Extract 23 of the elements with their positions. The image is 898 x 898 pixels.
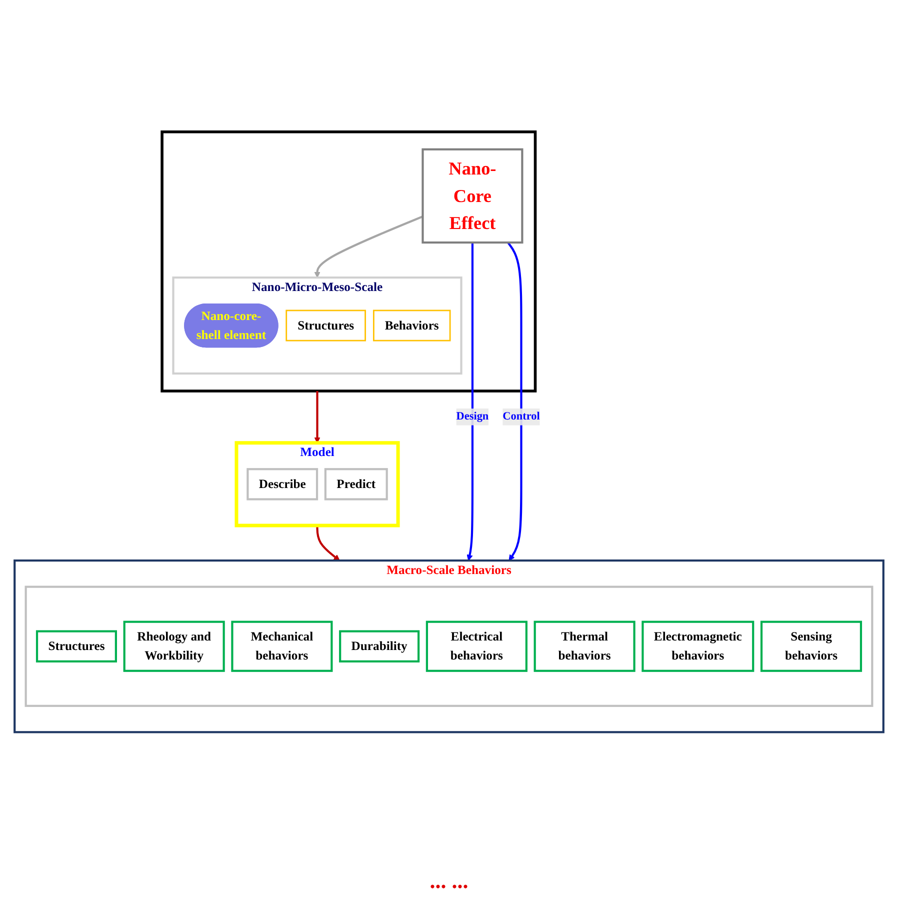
node-box: Electromagnetic behaviors <box>642 620 754 672</box>
node-box: Rheology and Workbility <box>123 620 225 672</box>
node-box: Behaviors <box>373 310 451 342</box>
cluster <box>24 586 874 707</box>
arrow <box>316 526 340 561</box>
node-box: Structures <box>36 630 117 662</box>
node-box: Sensing behaviors <box>760 620 862 672</box>
arrow <box>466 242 474 561</box>
node-box: Nano-Core Effect <box>422 148 524 244</box>
node-box: Electrical behaviors <box>426 620 528 672</box>
node-box: Describe <box>246 468 318 500</box>
node-box: Mechanical behaviors <box>231 620 333 672</box>
node-box: Predict <box>324 468 388 500</box>
node-box: Durability <box>339 630 420 662</box>
ellipsis-note: ... ... <box>430 868 468 894</box>
arrow <box>507 242 522 561</box>
node-box: Structures <box>286 310 366 342</box>
node-box: Thermal behaviors <box>534 620 636 672</box>
arrow <box>314 216 424 278</box>
edge-label: Design <box>456 410 489 423</box>
cluster <box>160 130 537 392</box>
edge-label: Control <box>502 410 540 423</box>
arrow <box>314 391 320 444</box>
